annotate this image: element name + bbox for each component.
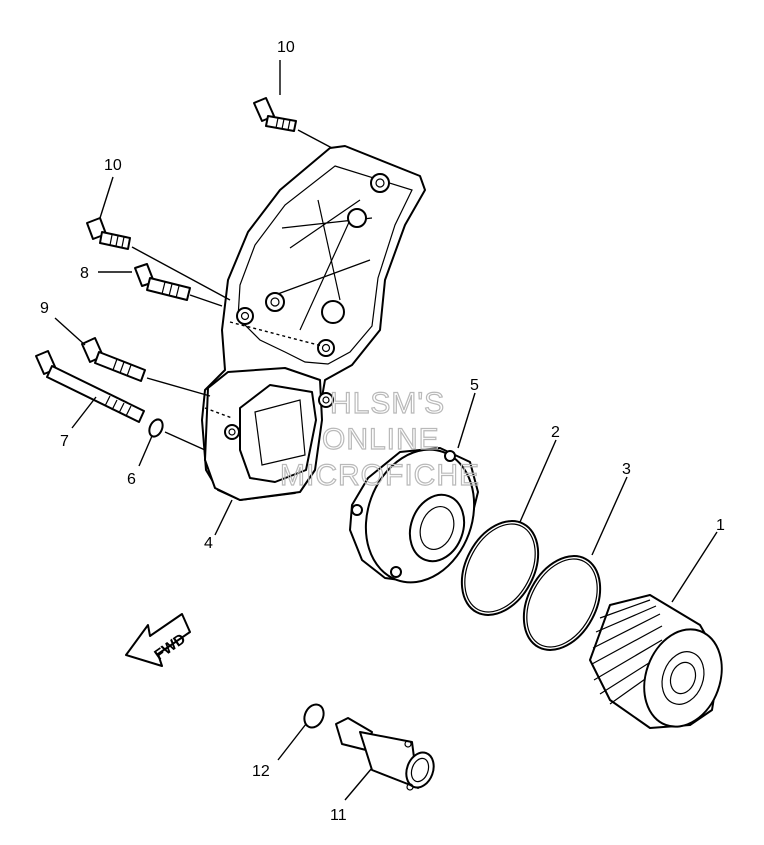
callout-1: 1 [716,517,725,534]
callout-7: 7 [60,433,69,450]
assembly-lines [54,60,718,801]
cover-plate-part-4 [201,145,426,501]
o-ring-part-2 [460,520,540,616]
bolt-part-8 [134,263,191,301]
watermark-line-1: HLSM'S [330,387,445,420]
callout-9: 9 [40,300,49,317]
forward-direction-arrow: FWD [125,613,191,667]
callout-8: 8 [80,265,89,282]
relief-valve-part-11 [335,717,435,791]
callout-10-top: 10 [277,39,295,56]
filter-housing-part-5 [349,447,479,584]
callout-4: 4 [204,535,213,552]
oil-filter-part-1 [589,594,723,729]
bolt-part-10-top [253,97,297,132]
bolt-part-9 [81,337,146,382]
bolt-part-7 [35,350,145,423]
o-ring-part-12 [303,703,325,729]
watermark: HLSM'S ONLINE MICROFICHE [279,386,480,492]
callout-12: 12 [252,763,270,780]
callout-2: 2 [551,424,560,441]
callout-11: 11 [330,807,347,824]
callout-10-left: 10 [104,157,122,174]
callout-3: 3 [622,461,631,478]
watermark-line-2: ONLINE [322,423,440,456]
o-ring-part-6 [148,418,164,438]
bolt-part-10-left [86,217,131,250]
watermark-line-3: MICROFICHE [280,459,480,492]
callout-labels: 1 2 3 4 5 6 7 8 9 10 10 11 12 [40,39,725,824]
o-ring-part-3 [522,555,602,651]
callout-5: 5 [470,377,479,394]
callout-6: 6 [127,471,136,488]
